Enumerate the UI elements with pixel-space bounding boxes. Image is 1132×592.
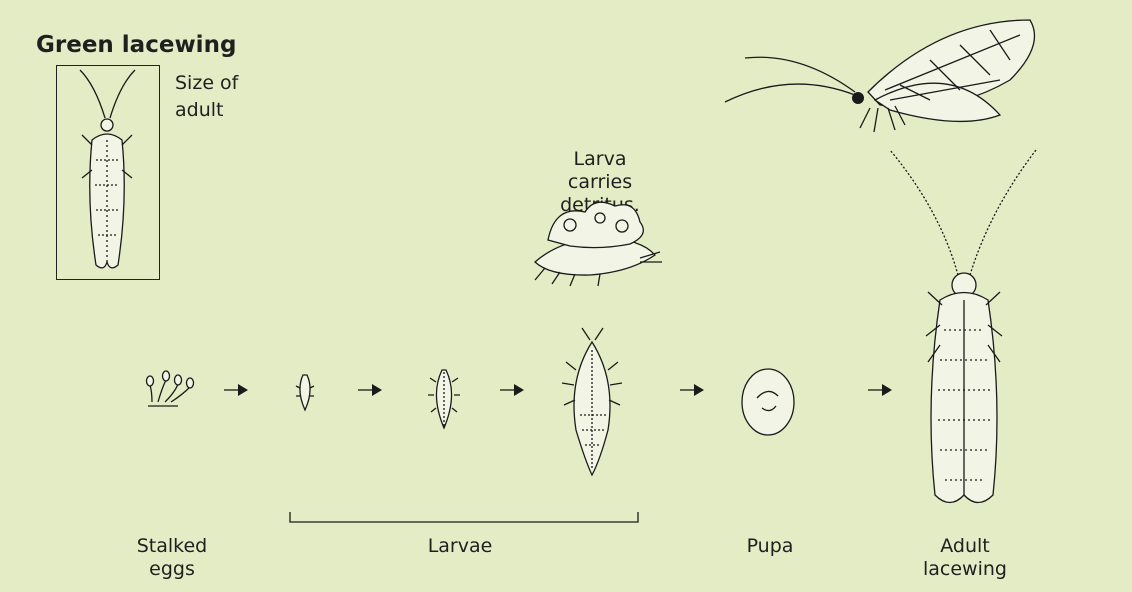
larva-large-illustration bbox=[562, 328, 622, 475]
adult-lacewing-illustration bbox=[890, 150, 1036, 503]
arrow-larva2-to-larva3 bbox=[500, 384, 524, 396]
arrow-larva1-to-larva2 bbox=[358, 384, 382, 396]
arrow-eggs-to-larva1 bbox=[224, 384, 248, 396]
larva-medium-illustration bbox=[428, 370, 460, 428]
arrow-pupa-to-adult bbox=[868, 384, 892, 396]
larva-small-illustration bbox=[296, 375, 314, 410]
size-adult-illustration bbox=[80, 70, 135, 268]
arrow-larva3-to-pupa bbox=[680, 384, 704, 396]
larva-with-detritus-illustration bbox=[535, 202, 662, 286]
pupa-illustration bbox=[742, 369, 794, 435]
flying-adult-illustration bbox=[725, 20, 1035, 132]
larvae-bracket bbox=[290, 512, 638, 522]
stalked-eggs-illustration bbox=[147, 371, 194, 406]
